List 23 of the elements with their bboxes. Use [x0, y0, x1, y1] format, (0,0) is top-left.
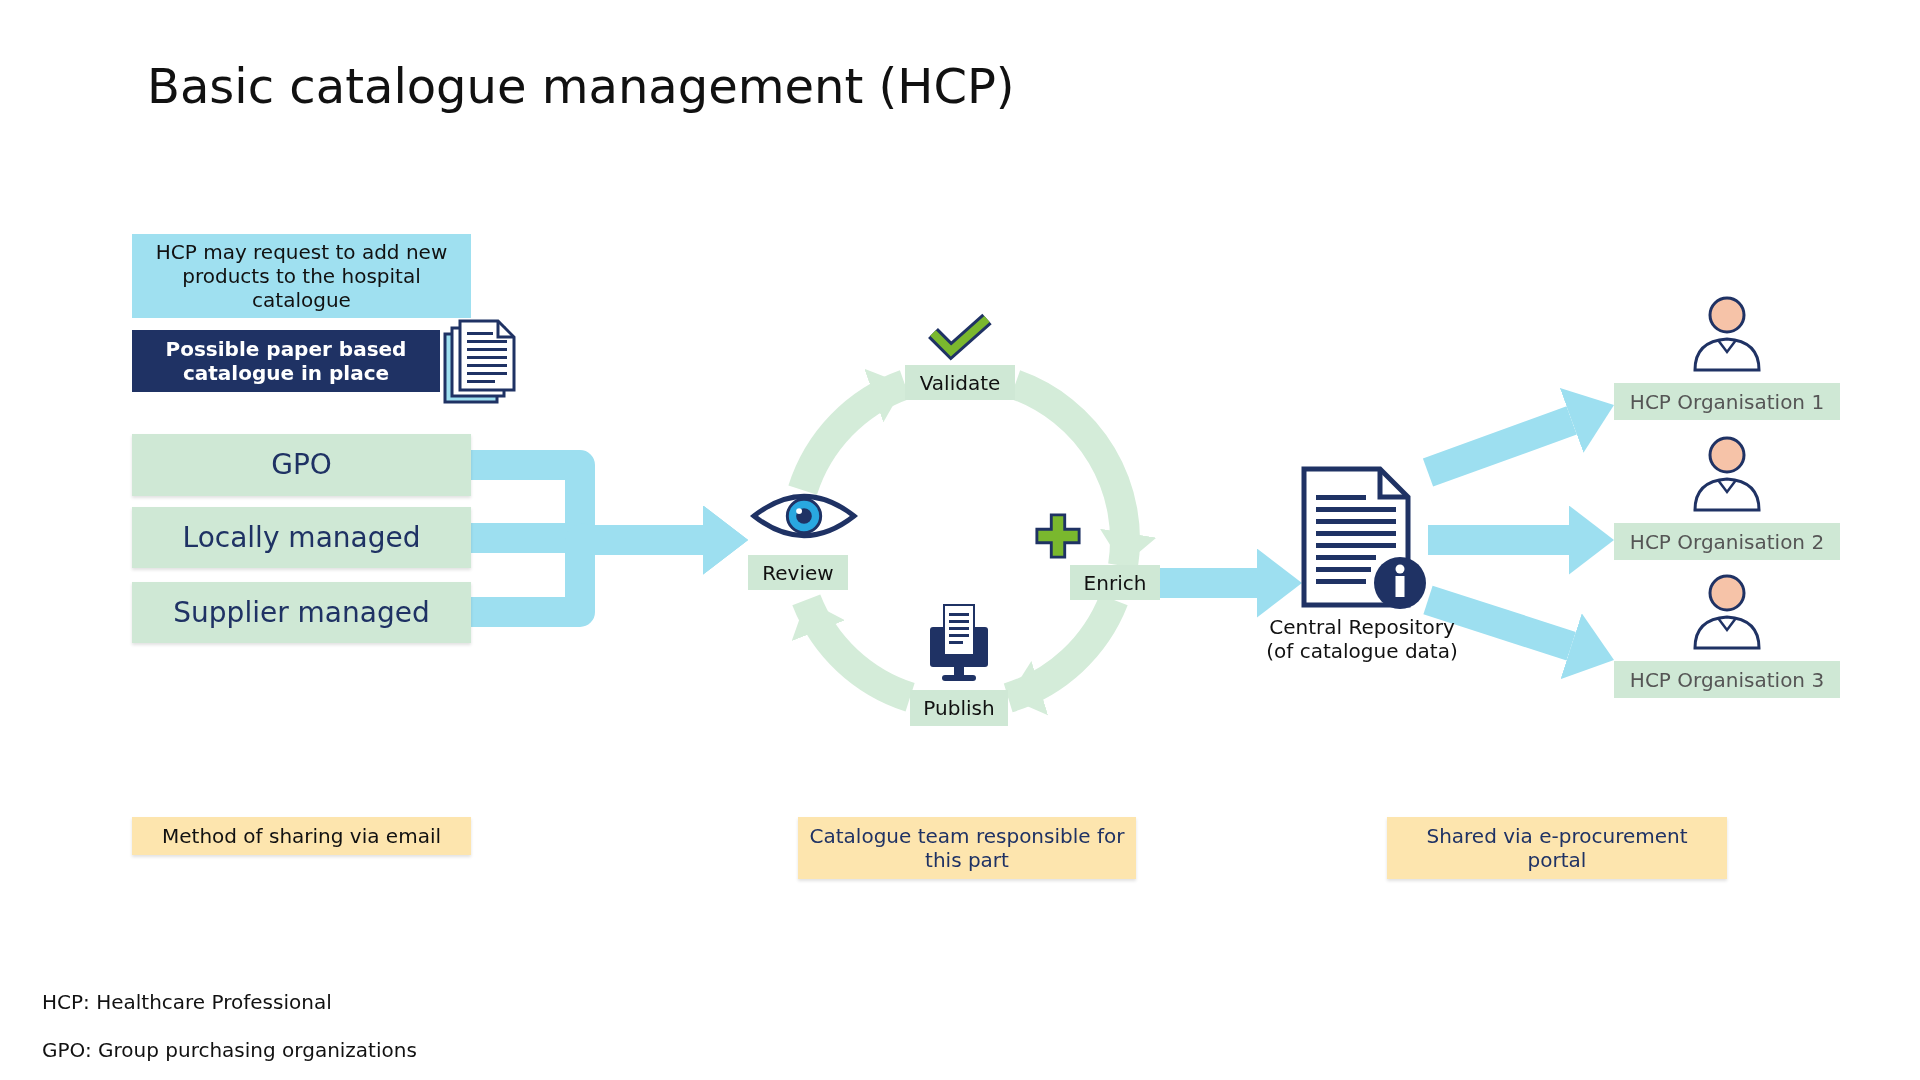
step-label: Enrich — [1070, 565, 1160, 600]
step-label: Review — [748, 555, 848, 590]
arrow — [1423, 585, 1615, 680]
source-panel: Supplier managed — [132, 582, 471, 643]
step-label: Validate — [905, 365, 1015, 400]
arrow — [1422, 387, 1614, 487]
organisation-label: HCP Organisation 2 — [1614, 523, 1840, 560]
note-panel: Catalogue team responsible for this part — [798, 817, 1136, 879]
step-label: Publish — [910, 690, 1008, 726]
arrow — [1160, 548, 1302, 618]
footnote: HCP: Healthcare Professional — [42, 990, 332, 1014]
source-panel: Locally managed — [132, 507, 471, 568]
page-title: Basic catalogue management (HCP) — [147, 58, 1015, 114]
source-panel: GPO — [132, 434, 471, 496]
note-panel: Method of sharing via email — [132, 817, 471, 855]
organisation-label: HCP Organisation 1 — [1614, 383, 1840, 420]
node-label: Central Repository (of catalogue data) — [1265, 614, 1459, 665]
note-panel: Shared via e-procurement portal — [1387, 817, 1727, 879]
paper-catalogue-banner: Possible paper based catalogue in place — [132, 330, 440, 392]
organisation-label: HCP Organisation 3 — [1614, 661, 1840, 698]
cycle-arrow — [792, 593, 916, 712]
footnote: GPO: Group purchasing organizations — [42, 1038, 417, 1062]
request-panel: HCP may request to add new products to the hospital catalogue — [132, 234, 471, 318]
